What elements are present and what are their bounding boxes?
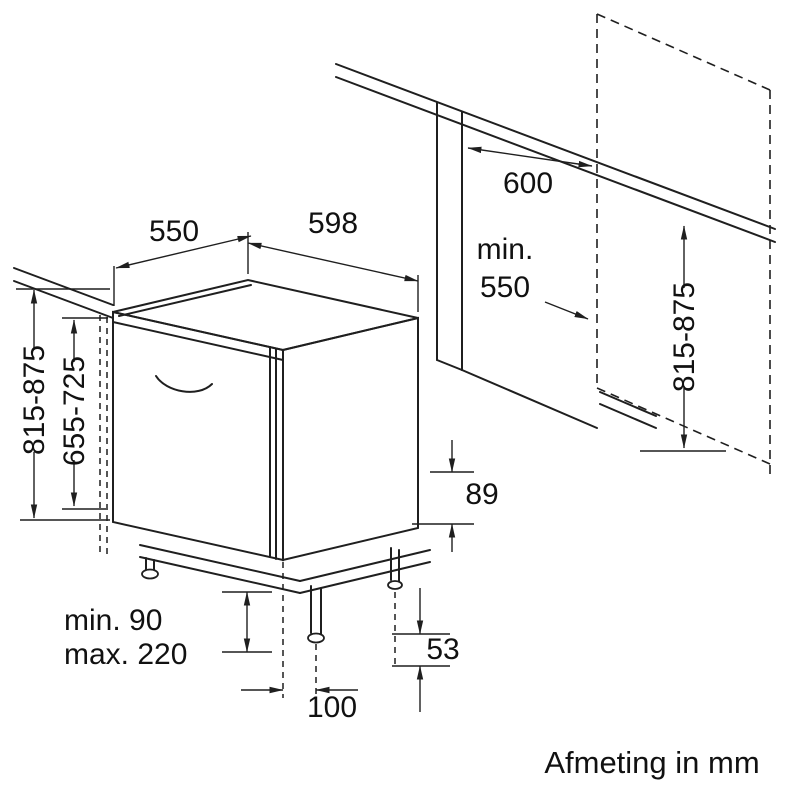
foot-rear [387, 580, 403, 590]
dim-front-foot-offset: 100 [241, 562, 358, 724]
dim-label-door-height: 655-725 [58, 356, 91, 466]
dim-label-dishwasher-depth: 550 [149, 215, 199, 248]
dishwasher-box [99, 278, 419, 562]
dim-dishwasher-depth: 550 [113, 215, 252, 306]
dim-label-niche-width: 600 [503, 167, 553, 200]
diagram-caption: Afmeting in mm [544, 745, 759, 780]
foot-left [141, 568, 159, 580]
dim-label-front-foot-offset: 100 [307, 691, 357, 724]
dim-niche-height: 815-875 [640, 225, 726, 452]
dim-label-niche-min-depth-line2: 550 [480, 271, 530, 304]
dim-label-left-height: 815-875 [18, 345, 51, 455]
dishwasher-base-and-feet [139, 544, 431, 644]
dim-label-plinth-min: min. 90 [64, 604, 162, 637]
dim-label-service-gap: 89 [465, 478, 498, 511]
dim-niche-min-depth: min. 550 [477, 233, 589, 320]
dim-label-rear-foot-offset: 53 [426, 633, 459, 666]
dim-label-plinth-max: max. 220 [64, 638, 187, 671]
dim-door-height: 655-725 [58, 317, 108, 510]
dim-left-height: 815-875 [16, 288, 110, 521]
dim-dishwasher-width: 598 [247, 207, 419, 312]
dim-niche-width: 600 [467, 146, 593, 200]
dim-service-gap: 89 [412, 440, 499, 552]
niche-side-panel [436, 102, 657, 429]
dim-plinth-height: min. 90 max. 220 [64, 591, 272, 671]
countertop-lines [13, 63, 776, 319]
door-handle [155, 375, 213, 393]
dim-rear-foot-offset: 53 [392, 588, 460, 712]
niche-dashed-box [596, 13, 771, 476]
dim-label-niche-height: 815-875 [668, 282, 701, 392]
dim-label-niche-min-depth-line1: min. [477, 233, 534, 266]
foot-front-right [307, 632, 325, 644]
dim-label-dishwasher-width: 598 [308, 207, 358, 240]
